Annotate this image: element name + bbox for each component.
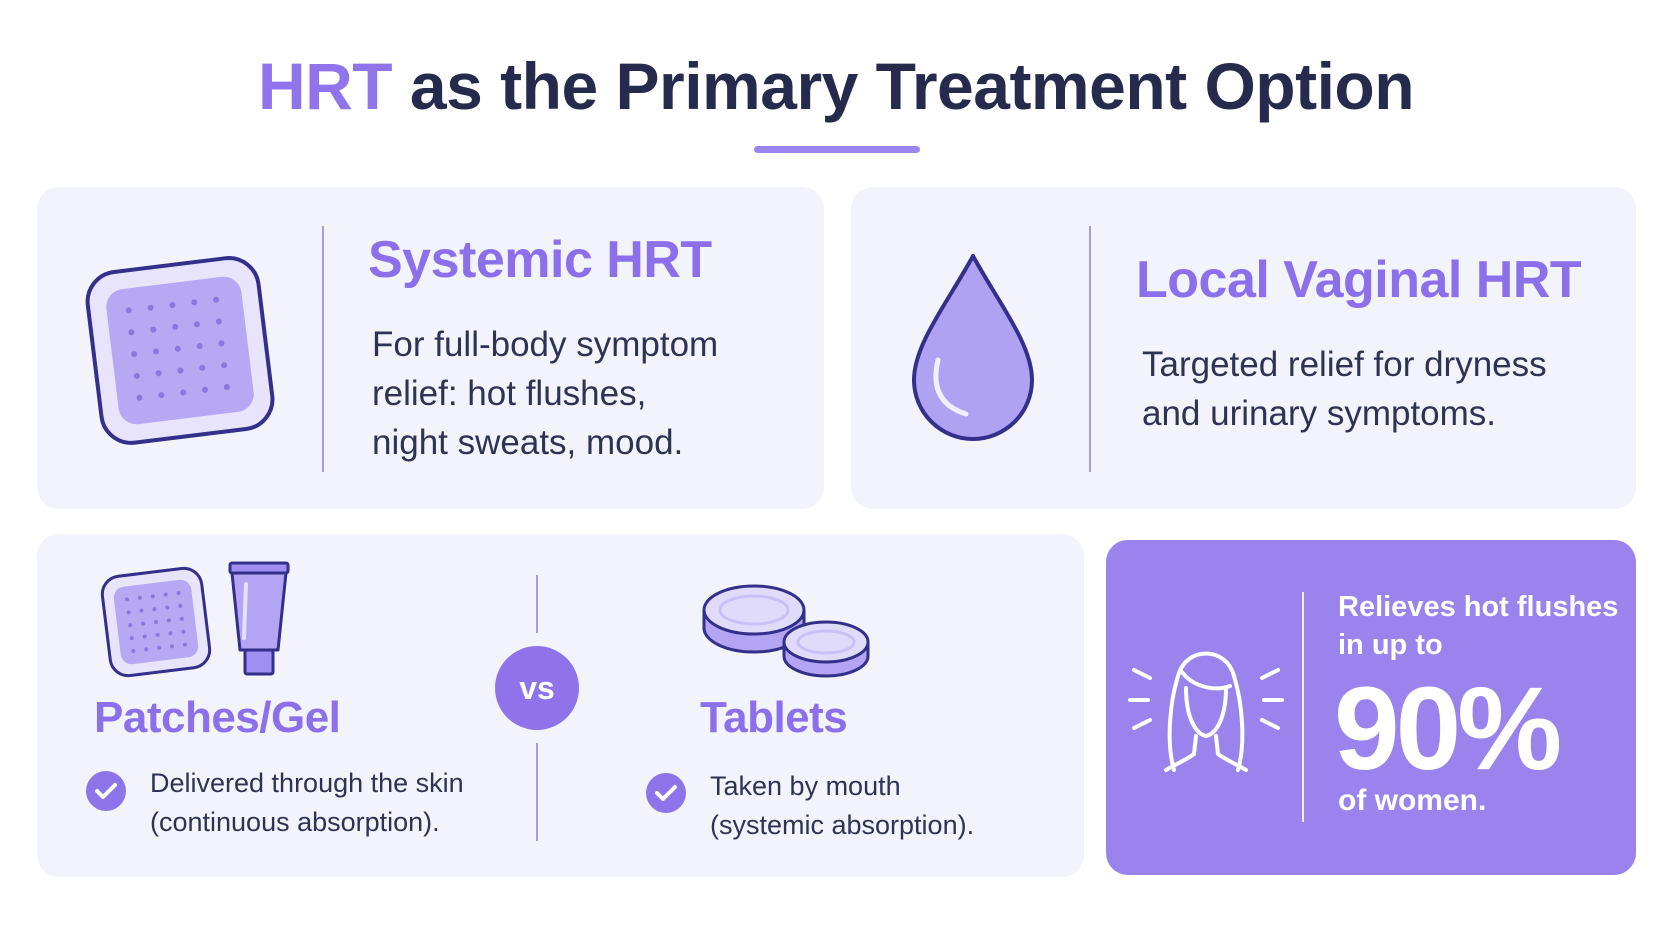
local-divider — [1089, 226, 1091, 472]
systemic-line-1: For full-body symptom — [372, 325, 719, 364]
patches-gel-title: Patches/Gel — [94, 693, 341, 742]
systemic-line-2: relief: hot flushes, — [372, 374, 647, 413]
systemic-title: Systemic HRT — [368, 231, 712, 289]
patch-icon — [85, 256, 275, 445]
gel-tube-icon — [228, 561, 290, 676]
stat-line-1: Relieves hot flushes — [1338, 591, 1619, 623]
stat-line-2: in up to — [1338, 629, 1443, 661]
stat-caption: Relieves hot flushes in up to — [1338, 588, 1618, 664]
patches-line-1: Delivered through the skin — [150, 768, 464, 798]
droplet-icon — [912, 254, 1034, 441]
systemic-line-3: night sweats, mood. — [372, 423, 684, 462]
local-description: Targeted relief for dryness and urinary … — [1142, 340, 1547, 438]
comparison-divider-top — [536, 575, 538, 633]
tablets-line-1: Taken by mouth — [710, 771, 901, 801]
stat-value: 90% — [1334, 663, 1562, 795]
title-underline — [754, 146, 920, 153]
vs-badge: vs — [495, 646, 579, 730]
patches-check-icon — [86, 771, 126, 811]
title-rest: as the Primary Treatment Option — [392, 49, 1415, 123]
tablets-title: Tablets — [700, 693, 848, 742]
patches-line-2: (continuous absorption). — [150, 807, 440, 837]
woman-face-icon — [1128, 651, 1284, 772]
systemic-description: For full-body symptom relief: hot flushe… — [372, 320, 718, 467]
patches-description: Delivered through the skin (continuous a… — [150, 764, 464, 842]
local-title: Local Vaginal HRT — [1136, 251, 1582, 309]
page-title: HRT as the Primary Treatment Option — [0, 48, 1672, 124]
tablets-icon — [702, 584, 870, 678]
stat-divider — [1302, 592, 1304, 822]
tablets-description: Taken by mouth (systemic absorption). — [710, 767, 974, 845]
local-line-2: and urinary symptoms. — [1142, 394, 1497, 433]
stat-line-3: of women. — [1338, 784, 1487, 817]
comparison-divider-bottom — [536, 743, 538, 841]
systemic-divider — [322, 226, 324, 472]
local-line-1: Targeted relief for dryness — [1142, 345, 1547, 384]
patch-icon — [100, 566, 212, 678]
tablets-check-icon — [646, 773, 686, 813]
tablets-line-2: (systemic absorption). — [710, 810, 975, 840]
stat-card — [1106, 540, 1636, 875]
title-accent: HRT — [257, 49, 393, 123]
